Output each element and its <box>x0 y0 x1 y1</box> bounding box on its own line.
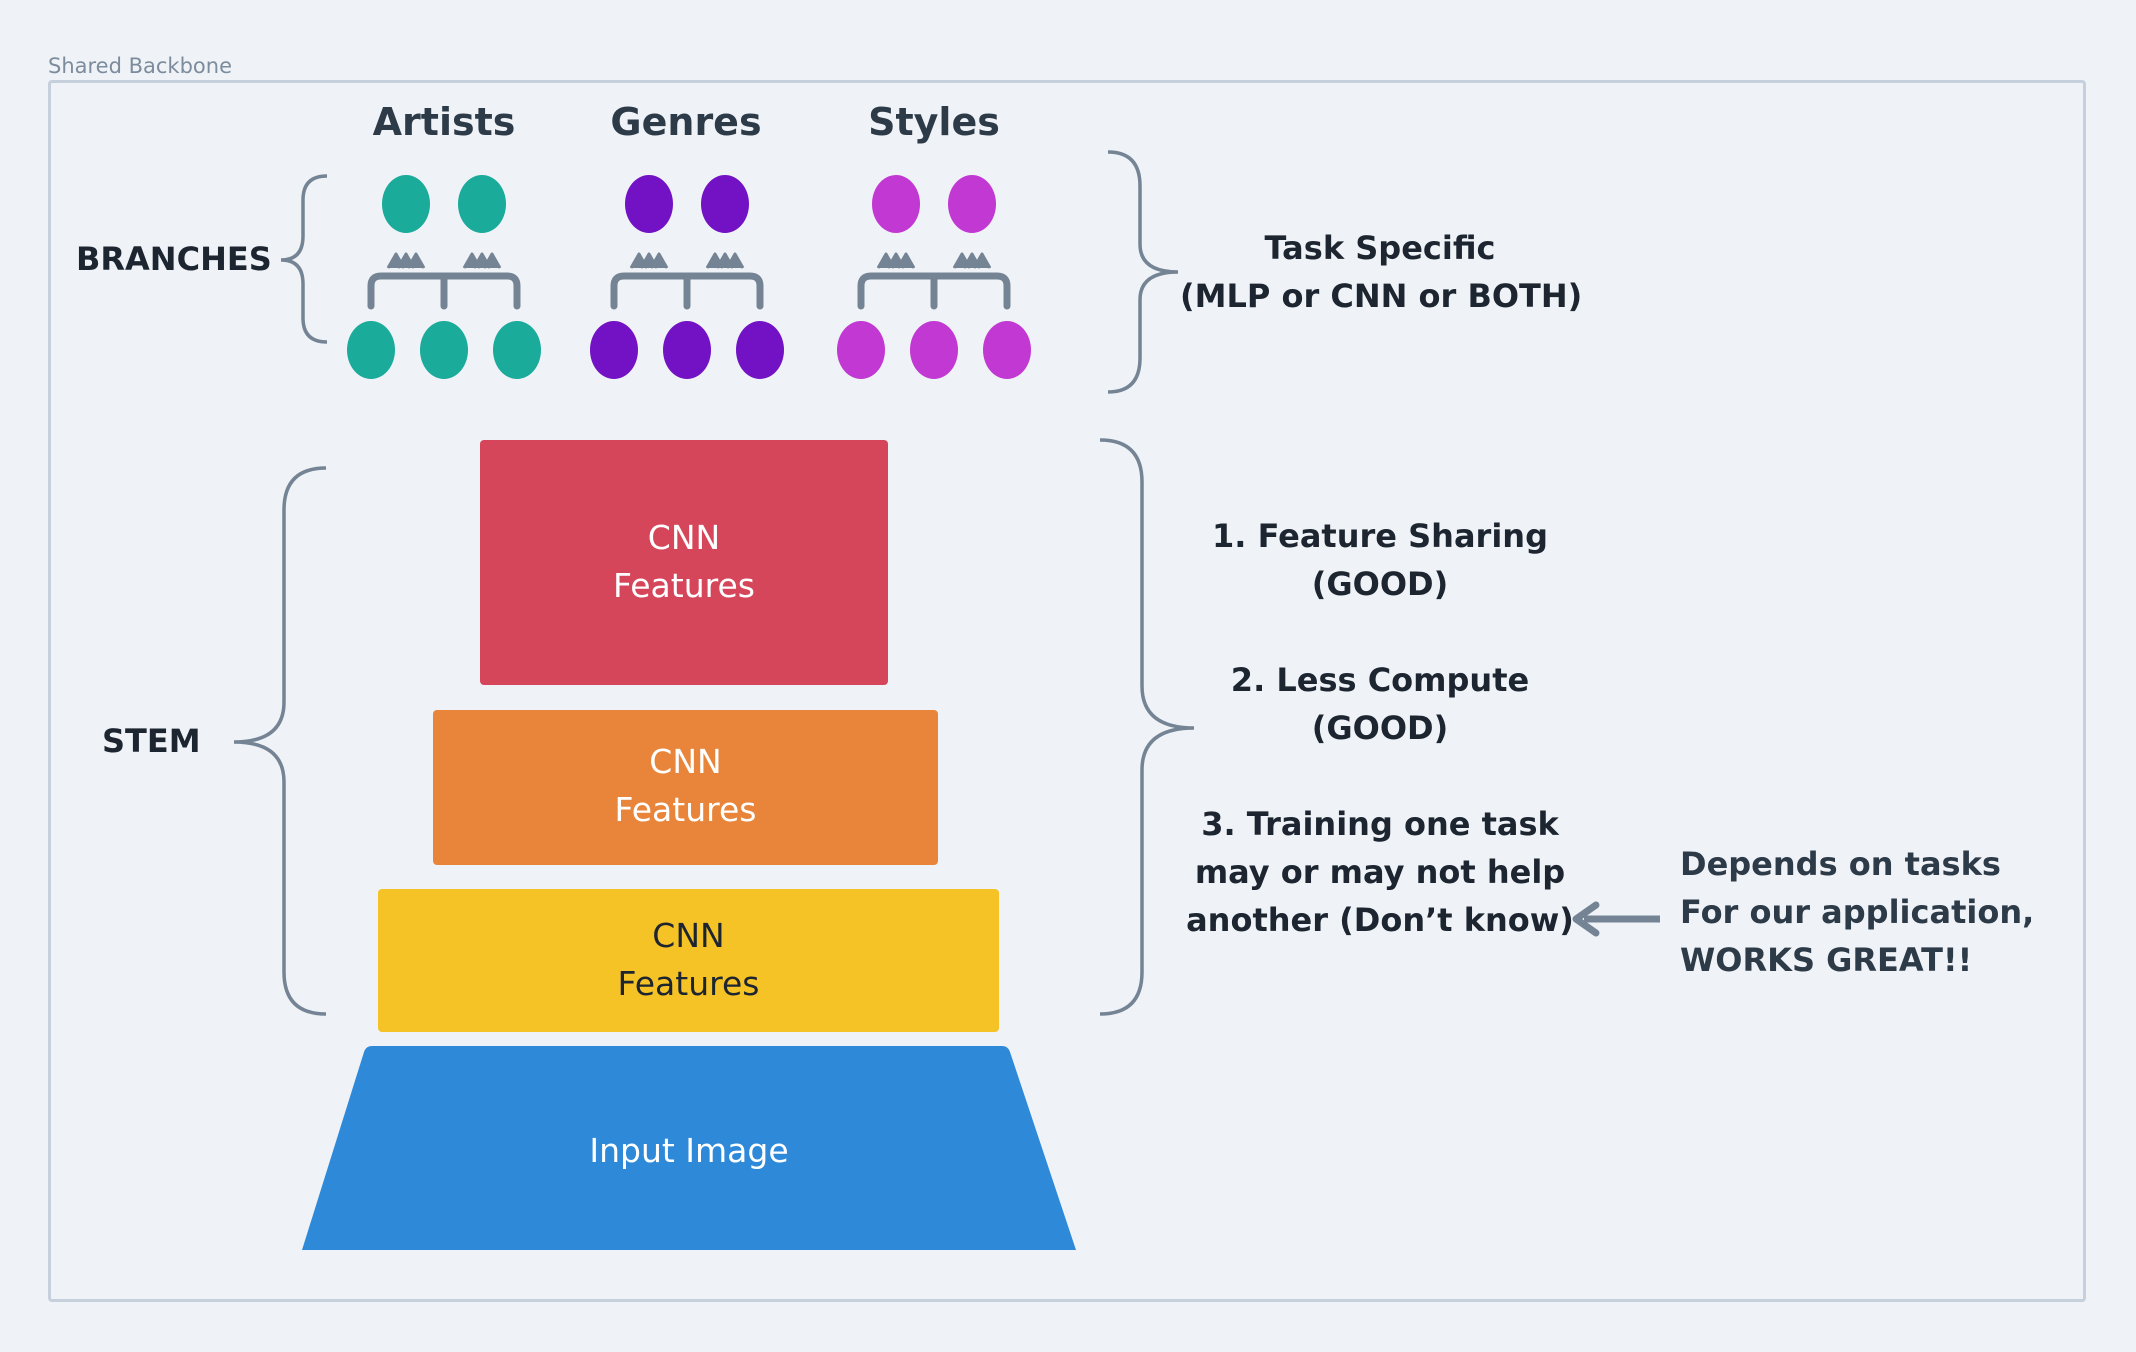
branches-note: Task Specific (MLP or CNN or BOTH) <box>1180 224 1583 320</box>
styles-input-node-3 <box>983 321 1031 379</box>
cnn-block-middle <box>433 710 938 865</box>
stem-point-3-line2: may or may not help <box>1194 853 1566 891</box>
stem-point-2: 2. Less Compute (GOOD) <box>1180 656 1580 752</box>
stem-point-1-line2: (GOOD) <box>1311 565 1449 603</box>
callout-note: Depends on tasks For our application, WO… <box>1680 840 2034 984</box>
cnn-block-top-line1: CNN <box>647 518 721 557</box>
styles-connector <box>857 272 1011 310</box>
stem-point-3-line3: another (Don’t know) <box>1186 901 1574 939</box>
cnn-block-top-line2: Features <box>613 566 755 605</box>
artists-input-node-2 <box>420 321 468 379</box>
cnn-block-middle-line1: CNN <box>649 742 722 781</box>
branch-title-styles: Styles <box>868 100 1000 144</box>
branches-note-line1: Task Specific <box>1264 229 1496 267</box>
genres-input-node-2 <box>663 321 711 379</box>
artists-input-node-3 <box>493 321 541 379</box>
genres-chevron-0-2 <box>649 252 669 269</box>
shared-backbone-frame <box>48 80 2086 1302</box>
stem-point-2-line2: (GOOD) <box>1311 709 1449 747</box>
styles-input-node-1 <box>837 321 885 379</box>
input-image-label: Input Image <box>589 1131 789 1170</box>
styles-chevron-0-2 <box>896 252 916 269</box>
callout-line3: WORKS GREAT!! <box>1680 941 1973 979</box>
cnn-block-top-label: CNN Features <box>480 514 888 610</box>
cnn-block-bottom-line1: CNN <box>652 916 725 955</box>
artists-chevron-1-2 <box>482 252 502 269</box>
stem-point-2-line1: 2. Less Compute <box>1230 661 1530 699</box>
input-image-trapezoid <box>302 1046 1076 1250</box>
branches-label: BRANCHES <box>76 240 272 278</box>
styles-output-node-1 <box>872 175 920 233</box>
stem-left-brace <box>233 466 327 1016</box>
branch-title-artists: Artists <box>372 100 516 144</box>
genres-input-node-3 <box>736 321 784 379</box>
branches-right-brace <box>1107 150 1179 394</box>
frame-label: Shared Backbone <box>48 54 232 78</box>
branch-title-genres: Genres <box>610 100 762 144</box>
genres-output-node-2 <box>701 175 749 233</box>
styles-output-node-2 <box>948 175 996 233</box>
artists-chevron-0-2 <box>406 252 426 269</box>
stem-right-brace <box>1099 438 1195 1016</box>
branches-left-brace <box>280 174 328 344</box>
styles-chevron-1-2 <box>972 252 992 269</box>
genres-output-node-1 <box>625 175 673 233</box>
stem-point-3: 3. Training one task may or may not help… <box>1180 800 1580 944</box>
stem-point-3-line1: 3. Training one task <box>1201 805 1559 843</box>
genres-chevron-1-2 <box>725 252 745 269</box>
artists-output-node-2 <box>458 175 506 233</box>
callout-line2: For our application, <box>1680 893 2035 931</box>
branch-nodes <box>347 175 1031 379</box>
cnn-block-middle-line2: Features <box>614 790 757 829</box>
cnn-block-bottom-line2: Features <box>617 964 760 1003</box>
stem-point-1-line1: 1. Feature Sharing <box>1212 517 1548 555</box>
stem-point-1: 1. Feature Sharing (GOOD) <box>1180 512 1580 608</box>
stem-label: STEM <box>102 722 201 760</box>
branch-connectors <box>367 252 1011 310</box>
branches-note-line2: (MLP or CNN or BOTH) <box>1180 277 1583 315</box>
cnn-block-middle-label: CNN Features <box>433 738 938 834</box>
left-arrow-icon <box>1572 901 1660 937</box>
cnn-block-bottom <box>378 889 999 1032</box>
artists-output-node-1 <box>382 175 430 233</box>
cnn-block-bottom-label: CNN Features <box>378 912 999 1008</box>
genres-connector <box>610 272 764 310</box>
artists-input-node-1 <box>347 321 395 379</box>
genres-input-node-1 <box>590 321 638 379</box>
callout-line1: Depends on tasks <box>1680 845 2001 883</box>
cnn-block-top <box>480 440 888 685</box>
styles-input-node-2 <box>910 321 958 379</box>
artists-connector <box>367 272 521 310</box>
